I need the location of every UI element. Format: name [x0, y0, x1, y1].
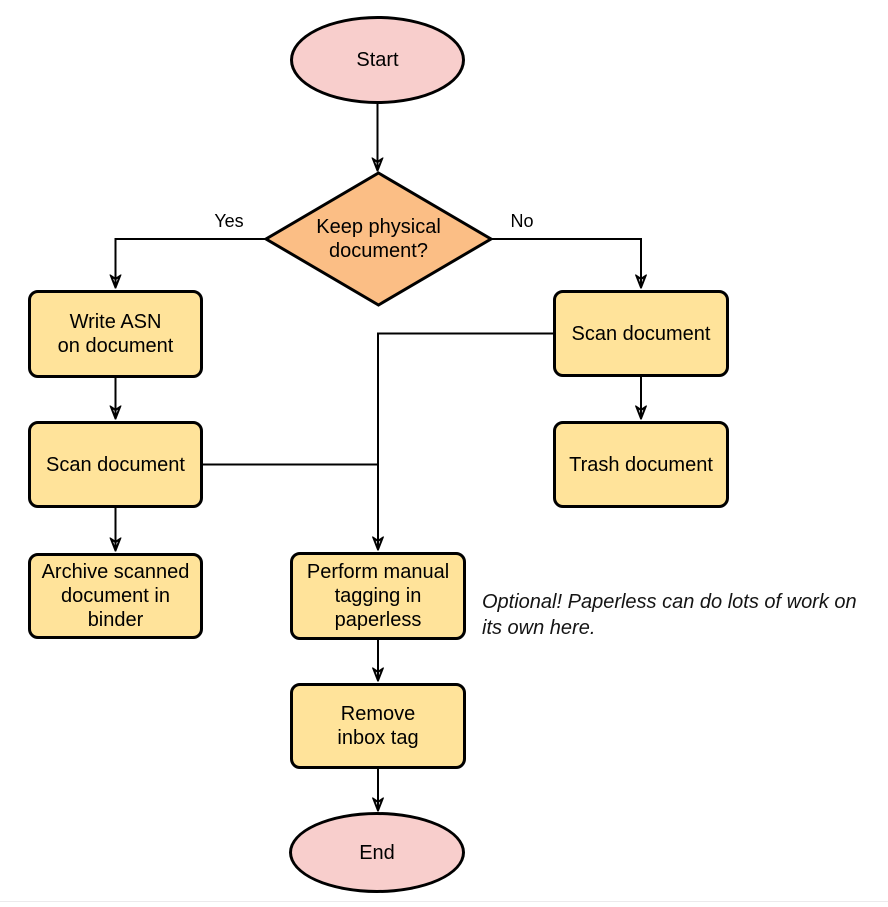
- archive-line-3: binder: [87, 609, 144, 631]
- decision-line-2: document?: [329, 240, 428, 262]
- archive-line-2: document in: [61, 585, 170, 607]
- node-start: Start: [290, 16, 465, 104]
- scan-left-label: Scan document: [46, 453, 185, 476]
- note-line-1: Optional! Paperless can do lots of work …: [482, 591, 857, 613]
- edge-decision-no-to-scan-right: [492, 238, 641, 287]
- decision-diamond-shape: [263, 171, 494, 307]
- node-start-label: Start: [356, 49, 399, 71]
- trash-document-label: Trash document: [569, 453, 713, 476]
- write-asn-line-1: Write ASN: [69, 311, 162, 333]
- node-keep-physical-document-label: Keep physical document?: [288, 214, 469, 264]
- node-remove-inbox-tag: Remove inbox tag: [290, 683, 466, 769]
- edge-label-yes: Yes: [214, 211, 244, 231]
- decision-line-1: Keep physical: [316, 216, 441, 238]
- node-scan-document-left: Scan document: [28, 421, 203, 508]
- node-end-label: End: [359, 841, 395, 864]
- scan-right-label: Scan document: [571, 322, 711, 345]
- node-trash-document: Trash document: [553, 421, 729, 508]
- edge-label-no: No: [510, 211, 534, 231]
- node-scan-document-right: Scan document: [553, 290, 729, 377]
- note-line-2: its own here.: [482, 617, 596, 639]
- bottom-divider: [0, 901, 888, 902]
- edge-decision-yes-to-write-asn: [116, 238, 265, 287]
- write-asn-line-2: on document: [57, 335, 174, 357]
- optional-note: Optional! Paperless can do lots of work …: [482, 589, 884, 641]
- edge-scan-right-to-tagging: [378, 332, 553, 550]
- node-archive-scanned: Archive scanned document in binder: [28, 553, 203, 639]
- tagging-line-3: paperless: [334, 609, 422, 631]
- tagging-line-2: tagging in: [334, 585, 422, 607]
- tagging-line-1: Perform manual: [306, 561, 450, 583]
- remove-tag-line-1: Remove: [340, 703, 416, 725]
- node-perform-manual-tagging: Perform manual tagging in paperless: [290, 552, 466, 640]
- node-end: End: [289, 812, 465, 893]
- remove-tag-line-2: inbox tag: [337, 727, 419, 749]
- node-write-asn: Write ASN on document: [28, 290, 203, 378]
- archive-line-1: Archive scanned: [41, 561, 190, 583]
